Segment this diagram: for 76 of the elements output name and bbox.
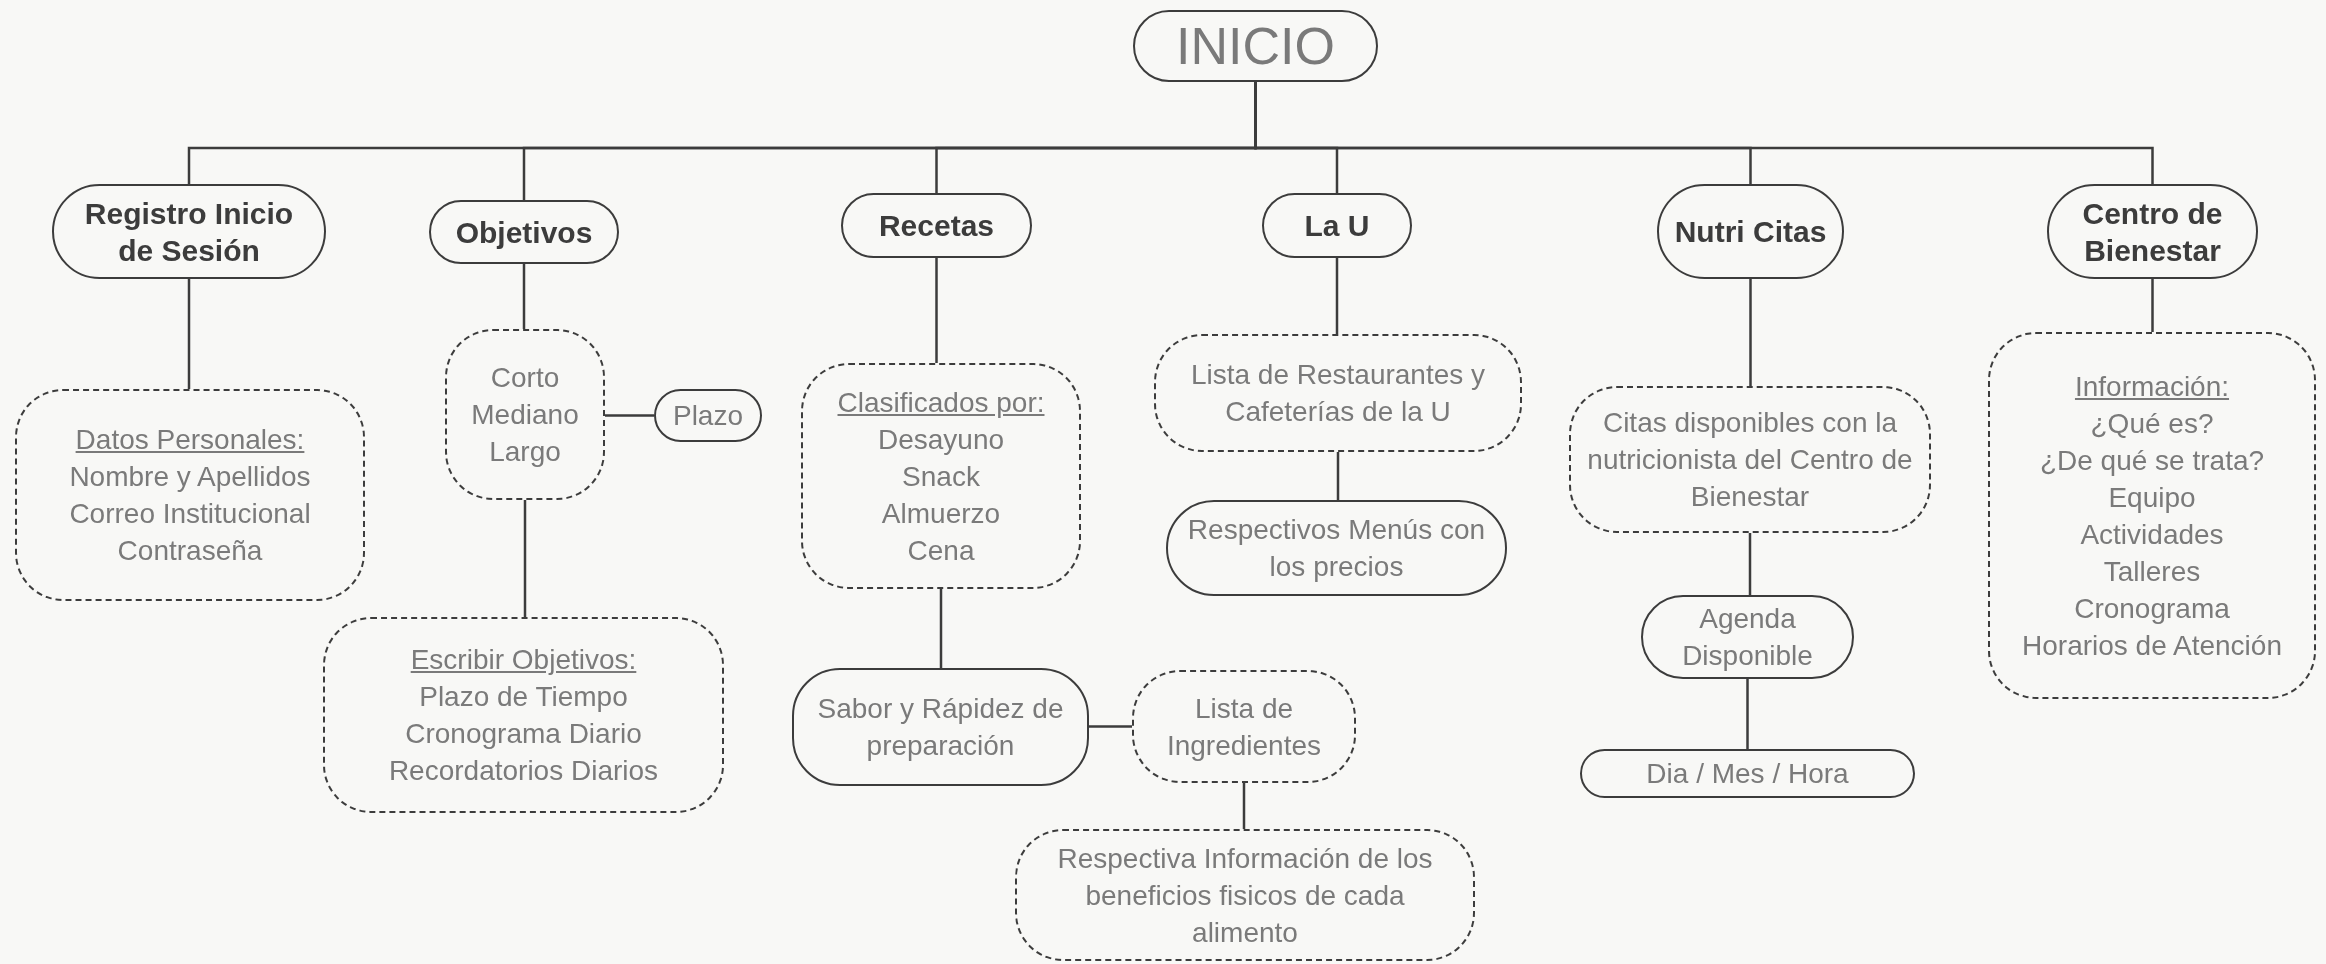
node-text: Dia / Mes / Hora (1646, 757, 1849, 791)
connector-line (1242, 783, 1246, 829)
node-text: ¿De qué se trata? (2039, 443, 2265, 478)
node-text: Registro Inicio de Sesión (83, 195, 295, 269)
connector-line (605, 414, 654, 417)
connector-line (1335, 258, 1339, 334)
connector-line (939, 589, 943, 668)
category-node (429, 200, 619, 264)
connector-line (523, 500, 527, 617)
node-text: Contraseña (117, 534, 263, 568)
connector-line (2151, 279, 2154, 332)
node-text: Plazo de Tiempo (419, 680, 628, 714)
node-text: INICIO (1176, 16, 1335, 76)
node-text: Lista de Restaurantes y Cafeterías de la U (1189, 358, 1487, 429)
node-text: Nutri Citas (1674, 214, 1827, 250)
section-heading: Escribir Objetivos: (410, 643, 637, 677)
dashed-detail-box (1132, 670, 1356, 783)
node-text: Desayuno (877, 422, 1005, 457)
detail-box (654, 389, 762, 442)
connector-line (1748, 533, 1752, 595)
node-text: Cena (907, 533, 975, 568)
section-heading: Información: (2074, 369, 2230, 404)
node-text: Nombre y Apellidos (69, 460, 311, 494)
node-text: Lista de Ingredientes (1165, 691, 1323, 763)
node-text: Largo (489, 435, 561, 469)
section-heading: Datos Personales: (75, 423, 305, 457)
dashed-detail-box (1015, 829, 1475, 961)
node-text: ¿Qué es? (2090, 406, 2214, 441)
connector-line (1336, 452, 1340, 500)
node-text: Horarios de Atención (2022, 628, 2282, 663)
category-node (1262, 193, 1412, 258)
section-heading: Clasificados por: (837, 385, 1045, 420)
dashed-detail-box (1988, 332, 2316, 699)
node-text: Agenda Disponible (1681, 602, 1814, 673)
node-text: Recordatorios Diarios (388, 754, 659, 788)
node-text: Equipo (2108, 480, 2196, 515)
node-text: Centro de Bienestar (2081, 195, 2224, 269)
category-node (841, 193, 1032, 258)
detail-box (1580, 749, 1915, 798)
node-text: La U (1304, 208, 1370, 244)
node-text: Cronograma (2074, 591, 2230, 626)
node-text: Corto (490, 361, 560, 395)
connector-line (522, 264, 526, 329)
connector-line (187, 279, 191, 389)
node-text: Citas disponibles con la nutricionista del Centro de Bienestar (1586, 406, 1914, 514)
node-text: Cronograma Diario (405, 717, 642, 751)
start-node (1133, 10, 1378, 82)
node-text: Mediano (471, 398, 579, 432)
category-node (52, 184, 326, 279)
dashed-detail-box (445, 329, 605, 500)
node-text: Snack (902, 459, 980, 494)
connector-line (1089, 725, 1132, 728)
connector-line (1746, 679, 1749, 749)
node-text: Recetas (878, 208, 995, 244)
node-text: Actividades (2080, 517, 2224, 552)
category-node (1657, 184, 1844, 279)
dashed-detail-box (801, 363, 1081, 589)
detail-box (1641, 595, 1854, 679)
node-text: Almuerzo (881, 496, 1001, 531)
connector-line (1749, 279, 1752, 386)
node-text: Sabor y Rápidez de preparación (816, 692, 1065, 763)
category-node (2047, 184, 2258, 279)
node-text: Respectiva Información de los beneficios fisicos de cada alimento (1056, 841, 1434, 950)
dashed-detail-box (15, 389, 365, 601)
dashed-detail-box (1569, 386, 1931, 533)
node-text: Correo Institucional (69, 497, 311, 531)
detail-box (792, 668, 1089, 786)
dashed-detail-box (1154, 334, 1522, 452)
connector-line (935, 258, 938, 363)
node-text: Plazo (672, 399, 743, 433)
connector-line (1254, 82, 2154, 184)
node-text: Respectivos Menús con los precios (1186, 513, 1487, 584)
node-text: Objetivos (455, 214, 593, 251)
node-text: Talleres (2103, 554, 2201, 589)
dashed-detail-box (323, 617, 724, 813)
detail-box (1166, 500, 1507, 596)
